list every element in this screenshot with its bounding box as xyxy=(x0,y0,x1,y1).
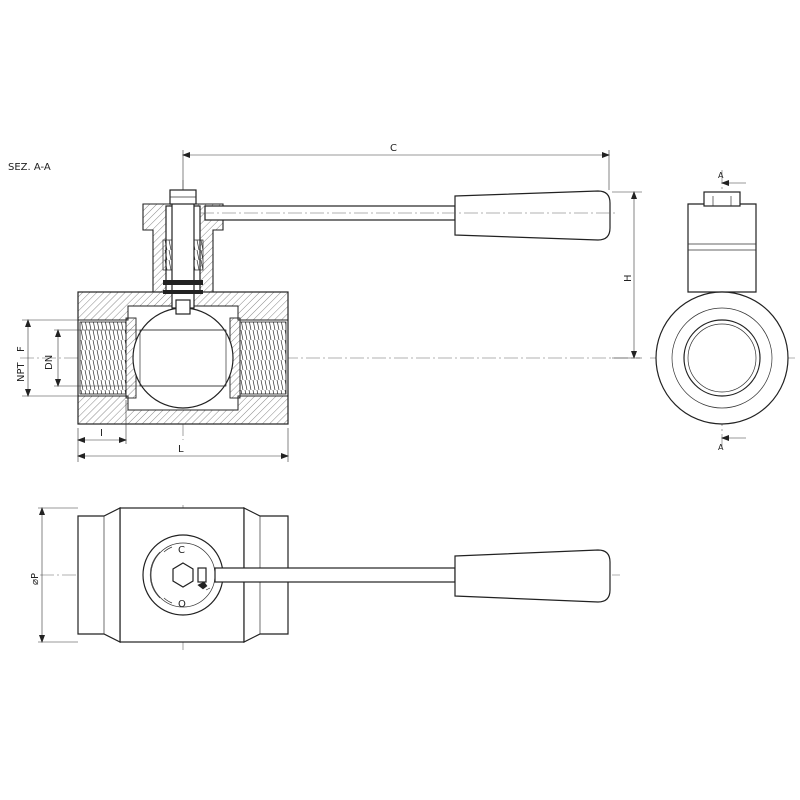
packing-ring-lower xyxy=(163,290,203,294)
brand-logo xyxy=(197,581,211,591)
ball xyxy=(132,307,234,409)
dim-h-label: H xyxy=(623,274,634,282)
top-lever-grip xyxy=(454,549,611,603)
thread-right xyxy=(239,321,287,395)
stem-thread xyxy=(162,239,173,271)
mark-closed-arc xyxy=(163,546,173,553)
mark-open-arc xyxy=(163,597,173,604)
side-body-outer xyxy=(655,291,789,425)
dim-p-label: ⌀P xyxy=(30,573,41,585)
top-end-left xyxy=(77,507,121,643)
top-stop-pin xyxy=(197,567,207,583)
packing-ring xyxy=(163,280,203,285)
top-stem-nut xyxy=(172,562,194,588)
section-mark-bottom: A xyxy=(718,443,724,452)
side-stem-nut xyxy=(703,191,741,207)
stem-thread-right xyxy=(193,239,204,271)
stem-tang xyxy=(175,299,191,315)
dim-l-label: L xyxy=(178,444,184,455)
side-view: A A xyxy=(650,170,795,452)
side-body-inner xyxy=(671,307,773,409)
dim-f-label: F xyxy=(16,346,27,352)
mark-closed: C xyxy=(178,545,185,556)
section-mark-top: A xyxy=(718,171,724,180)
top-lever-bar xyxy=(214,567,456,583)
thread-left xyxy=(79,321,127,395)
section-view: SEZ. A-A xyxy=(8,143,642,462)
dim-dn-label: DN xyxy=(44,355,55,370)
lever-grip xyxy=(454,190,611,241)
side-bonnet xyxy=(687,203,757,293)
body-wall-bottom xyxy=(77,395,289,425)
lever-bar xyxy=(204,205,456,221)
top-view: C O ⌀P xyxy=(30,505,620,650)
mark-open: O xyxy=(178,599,186,610)
dim-c-label: C xyxy=(390,143,397,154)
section-title: SEZ. A-A xyxy=(8,162,51,173)
dim-i-label: I xyxy=(100,428,103,439)
side-thread-outer xyxy=(683,319,761,397)
dim-npt-label: NPT xyxy=(16,361,27,382)
side-bore xyxy=(687,323,757,393)
